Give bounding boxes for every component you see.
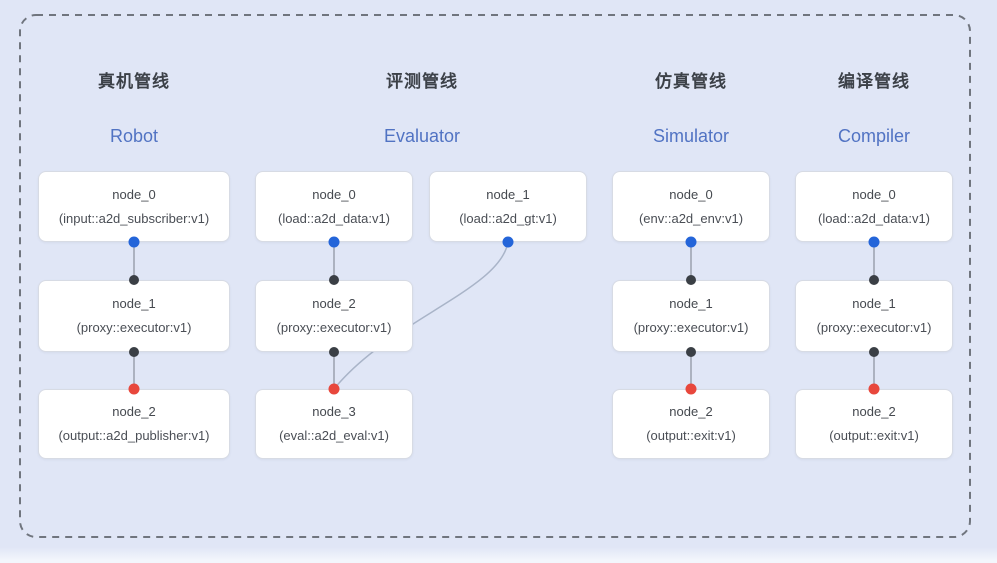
pipeline-title-evaluator-zh: 评测管线 [386, 72, 458, 91]
node-box-evaluator-node1: node_1 (load::a2d_gt:v1) [429, 171, 587, 242]
node-name: node_2 [669, 404, 713, 419]
node-type: (input::a2d_subscriber:v1) [58, 210, 210, 226]
node-type: (output::exit:v1) [646, 428, 736, 443]
node-type: (load::a2d_data:v1) [817, 210, 931, 226]
node-name: node_1 [669, 296, 713, 311]
node-box-simulator-node1: node_1 (proxy::executor:v1) [612, 280, 770, 352]
node-name: node_0 [112, 186, 156, 202]
output-port-dot [328, 236, 340, 248]
node-name: node_2 [112, 404, 156, 419]
node-type: (proxy::executor:v1) [276, 320, 392, 335]
node-name: node_1 [852, 296, 896, 311]
node-box-compiler-node1: node_1 (proxy::executor:v1) [795, 280, 953, 352]
node-name: node_0 [669, 186, 713, 202]
pipeline-title-simulator-zh: 仿真管线 [655, 72, 727, 91]
node-type: (proxy::executor:v1) [816, 320, 932, 335]
node-box-simulator-node2: node_2 (output::exit:v1) [612, 389, 770, 459]
node-box-compiler-node2: node_2 (output::exit:v1) [795, 389, 953, 459]
mid-port-dot [869, 275, 879, 285]
node-name: node_2 [852, 404, 896, 419]
node-box-compiler-node0: node_0 (load::a2d_data:v1) [795, 171, 953, 242]
output-port-dot [502, 236, 514, 248]
mid-port-dot [329, 347, 339, 357]
node-type: (proxy::executor:v1) [633, 320, 749, 335]
node-box-robot-node1: node_1 (proxy::executor:v1) [38, 280, 230, 352]
pipeline-title-robot-zh: 真机管线 [98, 72, 170, 91]
mid-port-dot [329, 275, 339, 285]
node-box-robot-node0: node_0 (input::a2d_subscriber:v1) [38, 171, 230, 242]
node-name: node_2 [312, 296, 356, 311]
output-port-dot [128, 236, 140, 248]
input-port-dot [328, 383, 340, 395]
node-box-evaluator-node2: node_2 (proxy::executor:v1) [255, 280, 413, 352]
node-type: (proxy::executor:v1) [76, 320, 192, 335]
node-box-evaluator-node3: node_3 (eval::a2d_eval:v1) [255, 389, 413, 459]
mid-port-dot [129, 347, 139, 357]
output-port-dot [868, 236, 880, 248]
node-type: (output::a2d_publisher:v1) [58, 428, 210, 443]
node-type: (env::a2d_env:v1) [638, 210, 744, 226]
node-name: node_1 [486, 186, 530, 202]
pipeline-title-compiler-zh: 编译管线 [838, 72, 910, 91]
mid-port-dot [869, 347, 879, 357]
node-name: node_1 [112, 296, 156, 311]
mid-port-dot [129, 275, 139, 285]
node-name: node_0 [312, 186, 356, 202]
node-type: (load::a2d_data:v1) [277, 210, 391, 226]
input-port-dot [868, 383, 880, 395]
input-port-dot [128, 383, 140, 395]
output-port-dot [685, 236, 697, 248]
mid-port-dot [686, 347, 696, 357]
node-box-simulator-node0: node_0 (env::a2d_env:v1) [612, 171, 770, 242]
node-type: (load::a2d_gt:v1) [459, 210, 557, 226]
bottom-fade-edge [0, 547, 997, 563]
input-port-dot [685, 383, 697, 395]
pipeline-subtitle-compiler: Compiler [837, 126, 911, 146]
pipeline-subtitle-robot: Robot [109, 126, 159, 146]
node-name: node_3 [312, 404, 356, 419]
node-name: node_0 [852, 186, 896, 202]
node-type: (eval::a2d_eval:v1) [279, 428, 389, 443]
node-type: (output::exit:v1) [829, 428, 919, 443]
pipeline-subtitle-simulator: Simulator [652, 126, 730, 146]
mid-port-dot [686, 275, 696, 285]
node-box-robot-node2: node_2 (output::a2d_publisher:v1) [38, 389, 230, 459]
node-box-evaluator-node0: node_0 (load::a2d_data:v1) [255, 171, 413, 242]
pipeline-subtitle-evaluator: Evaluator [383, 126, 461, 146]
